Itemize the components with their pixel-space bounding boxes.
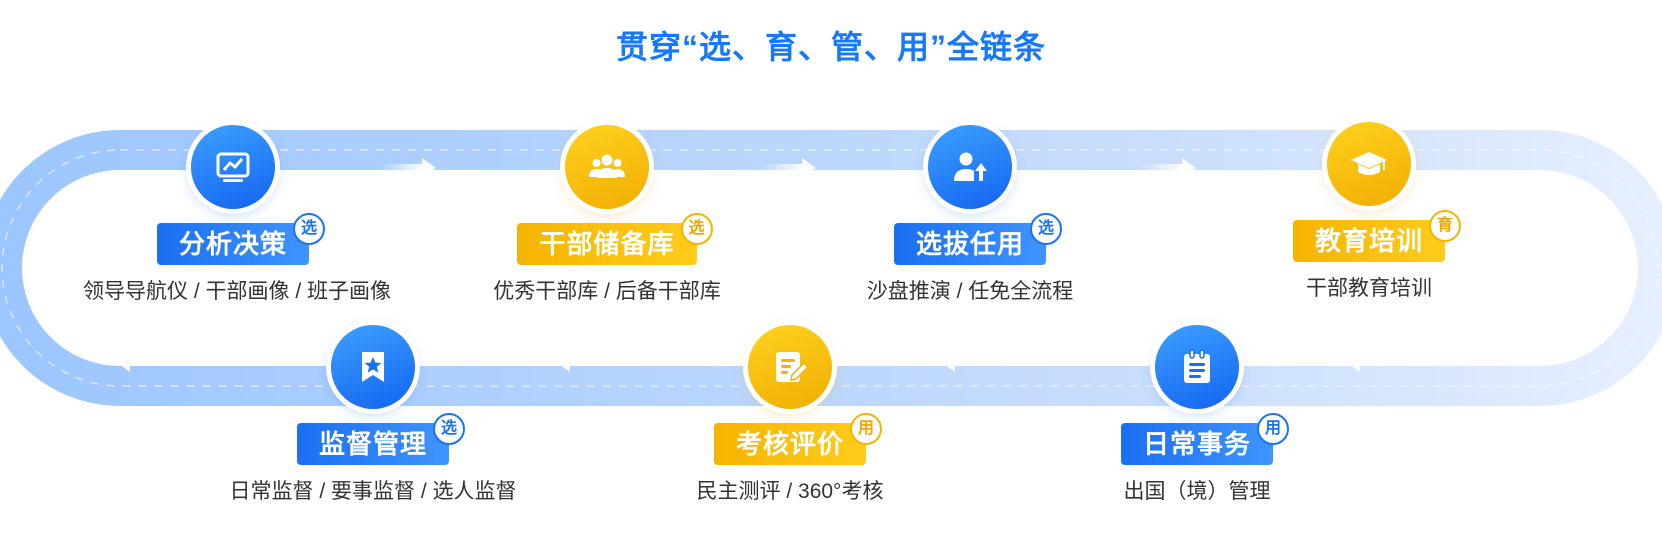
node-description: 出国（境）管理 — [1123, 480, 1271, 503]
node-icon-circle — [191, 125, 275, 209]
node-description: 领导导航仪 / 干部画像 / 班子画像 — [83, 280, 392, 303]
group-people-icon — [589, 154, 625, 178]
stage-badge: 选 — [680, 213, 713, 245]
node-daily-affairs: 日常事务 用 出国（境）管理 — [1047, 325, 1347, 505]
node-description: 优秀干部库 / 后备干部库 — [493, 280, 721, 303]
stage-badge: 选 — [293, 213, 325, 245]
flow-arrow-left-4 — [116, 352, 172, 372]
node-education-training: 教育培训 育 干部教育培训 — [1219, 122, 1519, 302]
node-icon-circle — [748, 325, 832, 409]
flow-arrow-left-2 — [941, 352, 997, 372]
flow-arrow-left-3 — [556, 352, 612, 372]
node-icon-circle — [1155, 325, 1239, 409]
stage-badge: 用 — [850, 413, 882, 445]
edit-document-icon — [776, 352, 810, 382]
node-description: 干部教育培训 — [1306, 277, 1432, 300]
flow-arrow-right-2 — [760, 158, 816, 178]
graduation-cap-icon — [1351, 152, 1387, 175]
node-icon-circle — [331, 325, 415, 409]
node-label: 分析决策 — [156, 223, 309, 265]
node-icon-circle — [928, 125, 1012, 209]
stage-badge: 选 — [1030, 213, 1062, 245]
node-selection-appointment: 选拔任用 选 沙盘推演 / 任免全流程 — [820, 125, 1120, 305]
node-label: 教育培训 — [1292, 220, 1445, 262]
node-description: 沙盘推演 / 任免全流程 — [866, 280, 1074, 303]
clipboard-list-icon — [1184, 349, 1210, 383]
node-label: 选拔任用 — [893, 223, 1046, 265]
node-description: 民主测评 / 360°考核 — [696, 480, 884, 503]
flow-arrow-left-1 — [1346, 352, 1402, 372]
node-assessment-evaluation: 考核评价 用 民主测评 / 360°考核 — [640, 325, 940, 505]
node-description: 日常监督 / 要事监督 / 选人监督 — [229, 480, 517, 503]
node-supervision-management: 监督管理 选 日常监督 / 要事监督 / 选人监督 — [223, 325, 523, 505]
chart-monitor-icon — [216, 152, 250, 182]
user-promote-icon — [954, 152, 987, 181]
node-analysis-decision: 分析决策 选 领导导航仪 / 干部画像 / 班子画像 — [83, 125, 392, 305]
node-icon-circle — [565, 125, 649, 209]
node-label: 日常事务 — [1120, 423, 1273, 465]
stage-badge: 选 — [433, 413, 465, 445]
node-icon-circle — [1327, 122, 1411, 206]
stage-badge: 育 — [1429, 210, 1461, 242]
node-cadre-reserve: 干部储备库 选 优秀干部库 / 后备干部库 — [457, 125, 757, 305]
node-label: 监督管理 — [296, 423, 449, 465]
star-bookmark-icon — [362, 352, 384, 382]
page-title: 贯穿“选、育、管、用”全链条 — [615, 29, 1046, 65]
flow-arrow-right-1 — [380, 158, 436, 178]
stage-badge: 用 — [1257, 413, 1289, 445]
node-label: 干部储备库 — [517, 223, 697, 265]
node-label: 考核评价 — [713, 423, 866, 465]
flow-arrow-right-3 — [1140, 158, 1196, 178]
